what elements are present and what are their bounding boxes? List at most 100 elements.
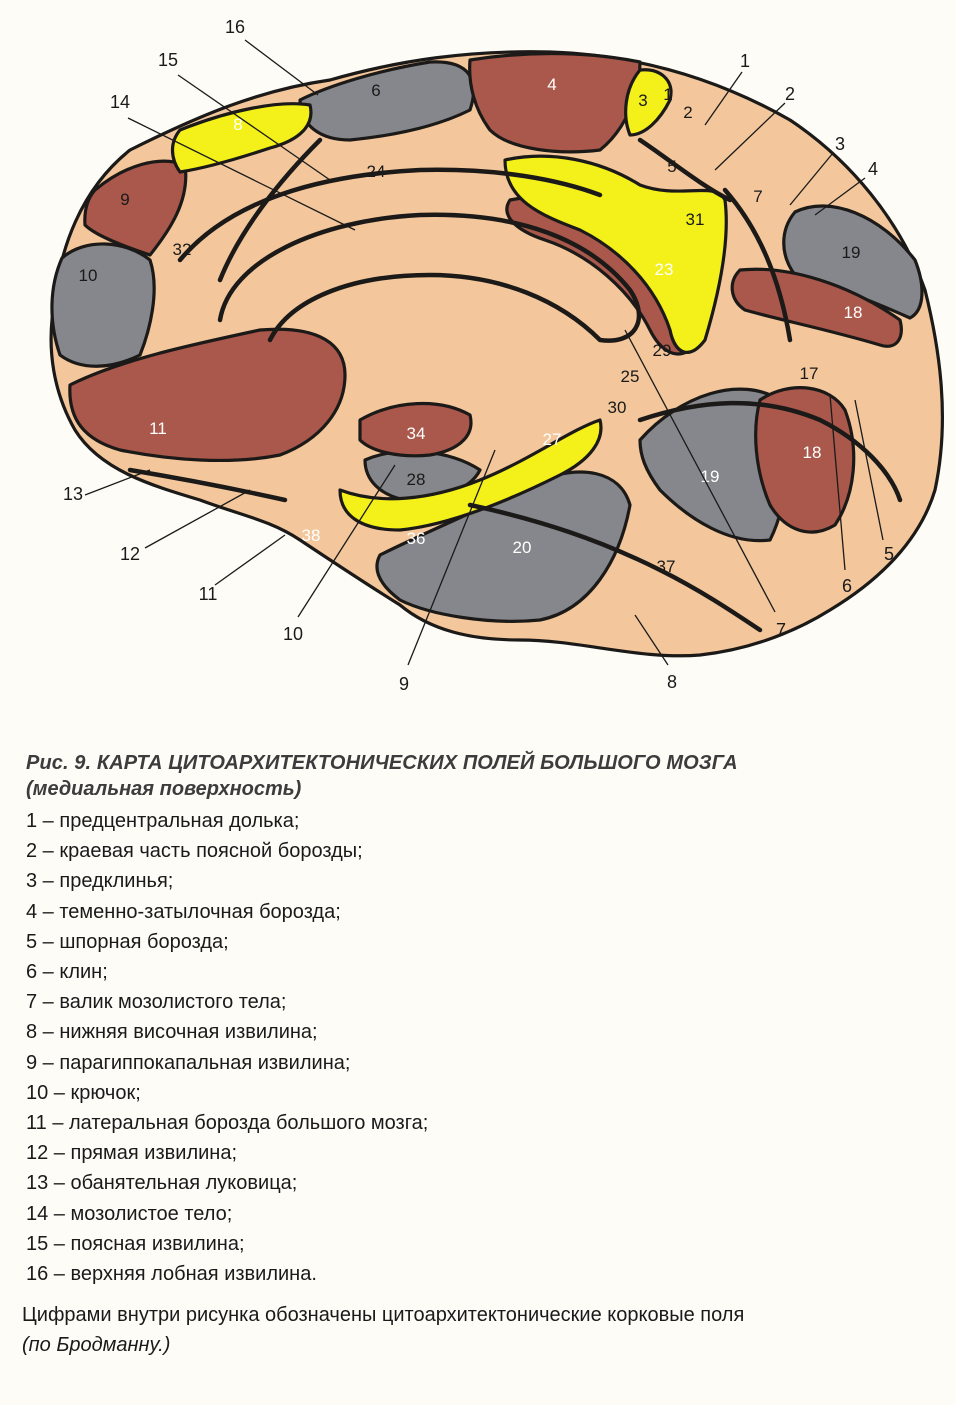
pointer-label-7: 7 xyxy=(776,620,786,640)
pointer-label-15: 15 xyxy=(158,50,178,70)
legend-item: 10 – крючок; xyxy=(26,1081,141,1104)
legend-item: 11 – латеральная борозда большого мозга; xyxy=(26,1112,429,1135)
note-text: Цифрами внутри рисунка обозначены цитоар… xyxy=(22,1304,745,1326)
field-label-18: 18 xyxy=(844,303,863,322)
leader-line-12 xyxy=(144,489,251,549)
brain-medial-surface: 1234567891011171818191920232425272829303… xyxy=(49,17,945,694)
leader-line-3 xyxy=(789,152,834,206)
field-3-region xyxy=(624,68,673,137)
field-label-30: 30 xyxy=(608,398,627,417)
field-label-11: 11 xyxy=(149,419,167,438)
field-label-20: 20 xyxy=(513,538,532,557)
pointer-label-2: 2 xyxy=(785,84,795,104)
leader-line-4 xyxy=(814,177,866,216)
field-label-10: 10 xyxy=(79,266,98,285)
cingulate-sulcus xyxy=(177,167,603,263)
field-label-34: 34 xyxy=(407,424,426,443)
superior-frontal-sulcus xyxy=(217,137,323,283)
field-label-5: 5 xyxy=(667,157,676,176)
legend-item: 2 – краевая часть поясной борозды; xyxy=(26,840,363,863)
figure-caption: Рис. 9. КАРТА ЦИТОАРХИТЕКТОНИЧЕСКИХ ПОЛЕ… xyxy=(26,750,946,1289)
pointer-label-12: 12 xyxy=(120,544,140,564)
field-36-region xyxy=(338,418,603,532)
field-label-32: 32 xyxy=(173,240,192,259)
field-label-6: 6 xyxy=(371,81,380,100)
field-8-region xyxy=(170,102,313,174)
leader-line-9 xyxy=(407,449,496,666)
calcarine-sulcus xyxy=(637,400,903,503)
pointer-label-10: 10 xyxy=(283,624,303,644)
field-6-region xyxy=(298,60,476,142)
field-label-3: 3 xyxy=(638,91,647,110)
leader-line-11 xyxy=(214,534,286,586)
field-label-29: 29 xyxy=(653,341,672,360)
field-label-31: 31 xyxy=(686,210,705,229)
field-label-9: 9 xyxy=(120,190,129,209)
pointer-label-5: 5 xyxy=(884,544,894,564)
legend-item: 16 – верхняя лобная извилина. xyxy=(26,1263,317,1286)
note-reference: (по Бродманну.) xyxy=(22,1334,171,1356)
legend-item: 12 – прямая извилина; xyxy=(26,1142,238,1165)
field-31-region xyxy=(503,154,728,354)
leader-line-1 xyxy=(704,71,743,126)
leader-line-15 xyxy=(177,74,331,181)
leader-line-5 xyxy=(854,399,884,541)
legend-item: 9 – парагиппокапальная извилина; xyxy=(26,1051,351,1074)
leader-line-16 xyxy=(244,39,319,96)
field-label-25: 25 xyxy=(621,367,640,386)
legend-item: 8 – нижняя височная извилина; xyxy=(26,1021,318,1044)
field-label-19: 19 xyxy=(842,243,861,262)
field-label-2: 2 xyxy=(683,103,692,122)
field-label-23: 23 xyxy=(655,260,674,279)
pointer-label-16: 16 xyxy=(225,17,245,37)
field-label-4: 4 xyxy=(547,75,556,94)
legend-item: 3 – предклинья; xyxy=(26,870,174,893)
legend-item: 1 – предцентральная долька; xyxy=(26,810,300,832)
legend-item: 4 – теменно-затылочная борозда; xyxy=(26,900,341,923)
parieto-occipital-sulcus xyxy=(722,187,793,343)
field-label-38: 38 xyxy=(302,526,321,545)
leader-line-7 xyxy=(624,329,776,613)
field-label-28: 28 xyxy=(407,470,426,489)
collateral-sulcus xyxy=(467,502,763,633)
pointer-label-3: 3 xyxy=(835,134,845,154)
pointer-label-14: 14 xyxy=(110,92,130,112)
field-19-upper-region xyxy=(782,204,924,320)
pointer-label-8: 8 xyxy=(667,672,677,692)
pointer-label-9: 9 xyxy=(399,674,409,694)
caption-title: Рис. 9. КАРТА ЦИТОАРХИТЕКТОНИЧЕСКИХ ПОЛЕ… xyxy=(26,752,738,774)
legend-item: 6 – клин; xyxy=(26,961,108,984)
field-9-region xyxy=(83,159,188,257)
field-10-region xyxy=(50,242,156,368)
legend-item: 15 – поясная извилина; xyxy=(26,1232,245,1255)
olfactory-sulcus xyxy=(127,467,288,503)
legend-item: 7 – валик мозолистого тела; xyxy=(26,991,287,1014)
field-label-7: 7 xyxy=(753,187,762,206)
leader-line-8 xyxy=(634,614,669,666)
legend-item: 5 – шпорная борозда; xyxy=(26,930,229,953)
field-label-17: 17 xyxy=(800,364,819,383)
legend-item: 13 – обанятельная луковица; xyxy=(26,1172,298,1195)
field-34-region xyxy=(358,401,473,458)
field-label-1: 1 xyxy=(663,85,672,104)
leader-line-6 xyxy=(829,394,846,571)
field-label-37: 37 xyxy=(657,557,676,576)
leader-line-14 xyxy=(127,117,356,231)
pointer-label-11: 11 xyxy=(199,584,218,604)
leader-line-2 xyxy=(714,102,786,171)
precuneus-sulcus xyxy=(637,137,733,203)
field-18-upper-region xyxy=(730,267,903,348)
caption-subtitle: (медиальная поверхность) xyxy=(26,778,302,800)
field-label-36: 36 xyxy=(407,529,426,548)
pointer-label-1: 1 xyxy=(740,51,750,71)
field-labels: 1234567891011171818191920232425272829303… xyxy=(79,75,863,576)
legend-item: 14 – мозолистое тело; xyxy=(26,1202,233,1225)
field-label-24: 24 xyxy=(367,162,386,181)
field-label-8: 8 xyxy=(233,115,242,134)
caption-note: Цифрами внутри рисунка обозначены цитоар… xyxy=(22,1300,952,1360)
pointer-label-13: 13 xyxy=(63,484,83,504)
pointer-label-4: 4 xyxy=(868,159,878,179)
field-4-region xyxy=(468,51,642,154)
